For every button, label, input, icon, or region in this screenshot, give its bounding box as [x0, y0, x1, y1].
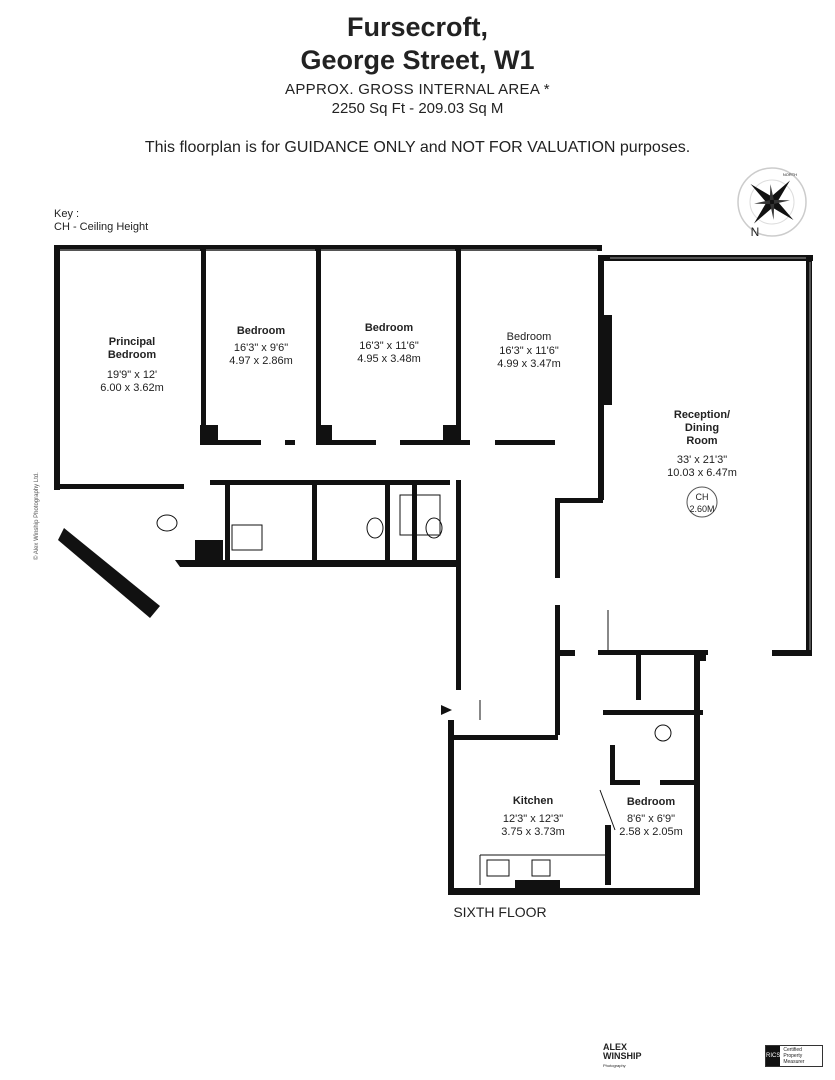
area-value: 2250 Sq Ft - 209.03 Sq M [331, 100, 504, 117]
svg-text:Principal: Principal [109, 336, 155, 348]
room-principal-bedroom: Principal Bedroom 19'9" x 12' 6.00 x 3.6… [100, 336, 164, 394]
svg-text:16'3" x 11'6": 16'3" x 11'6" [499, 345, 559, 357]
room-reception-dining: Reception/ Dining Room 33' x 21'3" 10.03… [667, 409, 737, 518]
compass-icon: N NORTH [737, 167, 807, 239]
room-bedroom-2: Bedroom 16'3" x 9'6" 4.97 x 2.86m [229, 325, 293, 367]
svg-text:Bedroom: Bedroom [627, 796, 676, 808]
svg-text:Dining: Dining [685, 422, 719, 434]
compass-north-label: N [751, 225, 760, 239]
rics-badge: RICS Certified Property Measurer [765, 1045, 823, 1067]
floor-label: SIXTH FLOOR [453, 904, 546, 920]
ceiling-height-label: CH [696, 492, 709, 502]
svg-text:Kitchen: Kitchen [513, 795, 554, 807]
compass-ring-label: NORTH [783, 172, 797, 177]
walls [54, 245, 813, 895]
svg-text:Bedroom: Bedroom [108, 349, 157, 361]
key-title: Key : [54, 208, 80, 220]
room-kitchen: Kitchen 12'3" x 12'3" 3.75 x 3.73m [501, 795, 565, 838]
property-address: George Street, W1 [300, 45, 535, 75]
svg-text:6.00 x 3.62m: 6.00 x 3.62m [100, 382, 164, 394]
svg-text:4.99 x 3.47m: 4.99 x 3.47m [497, 358, 561, 370]
svg-text:Room: Room [686, 435, 717, 447]
svg-text:16'3" x 9'6": 16'3" x 9'6" [234, 342, 288, 354]
entrance-arrow-icon [441, 705, 452, 715]
key-legend: Key : CH - Ceiling Height [54, 208, 148, 234]
brand-logo: ALEX WINSHIP Photography [603, 1042, 642, 1069]
svg-text:19'9" x 12': 19'9" x 12' [107, 369, 157, 381]
svg-text:4.95 x 3.48m: 4.95 x 3.48m [357, 353, 421, 365]
svg-text:3.75 x 3.73m: 3.75 x 3.73m [501, 826, 565, 838]
svg-text:Bedroom: Bedroom [507, 331, 552, 343]
key-item: CH - Ceiling Height [54, 221, 149, 233]
svg-text:33' x 21'3": 33' x 21'3" [677, 454, 727, 466]
property-title: Fursecroft, [346, 12, 489, 42]
svg-text:8'6" x 6'9": 8'6" x 6'9" [627, 813, 675, 825]
svg-text:Bedroom: Bedroom [365, 322, 414, 334]
svg-text:2.58 x 2.05m: 2.58 x 2.05m [619, 826, 683, 838]
svg-text:Bedroom: Bedroom [237, 325, 286, 337]
room-bedroom-5: Bedroom 8'6" x 6'9" 2.58 x 2.05m [619, 796, 683, 838]
svg-text:Reception/: Reception/ [674, 409, 730, 421]
area-label: APPROX. GROSS INTERNAL AREA * [285, 81, 550, 98]
guidance-disclaimer: This floorplan is for GUIDANCE ONLY and … [144, 139, 691, 156]
room-bedroom-3: Bedroom 16'3" x 11'6" 4.95 x 3.48m [357, 322, 421, 365]
svg-text:16'3" x 11'6": 16'3" x 11'6" [359, 340, 419, 352]
svg-text:4.97 x 2.86m: 4.97 x 2.86m [229, 355, 293, 367]
svg-text:12'3" x 12'3": 12'3" x 12'3" [503, 813, 563, 825]
room-bedroom-4: Bedroom 16'3" x 11'6" 4.99 x 3.47m [497, 331, 561, 370]
svg-text:10.03 x 6.47m: 10.03 x 6.47m [667, 467, 737, 479]
ceiling-height-value: 2.60M [689, 504, 714, 514]
